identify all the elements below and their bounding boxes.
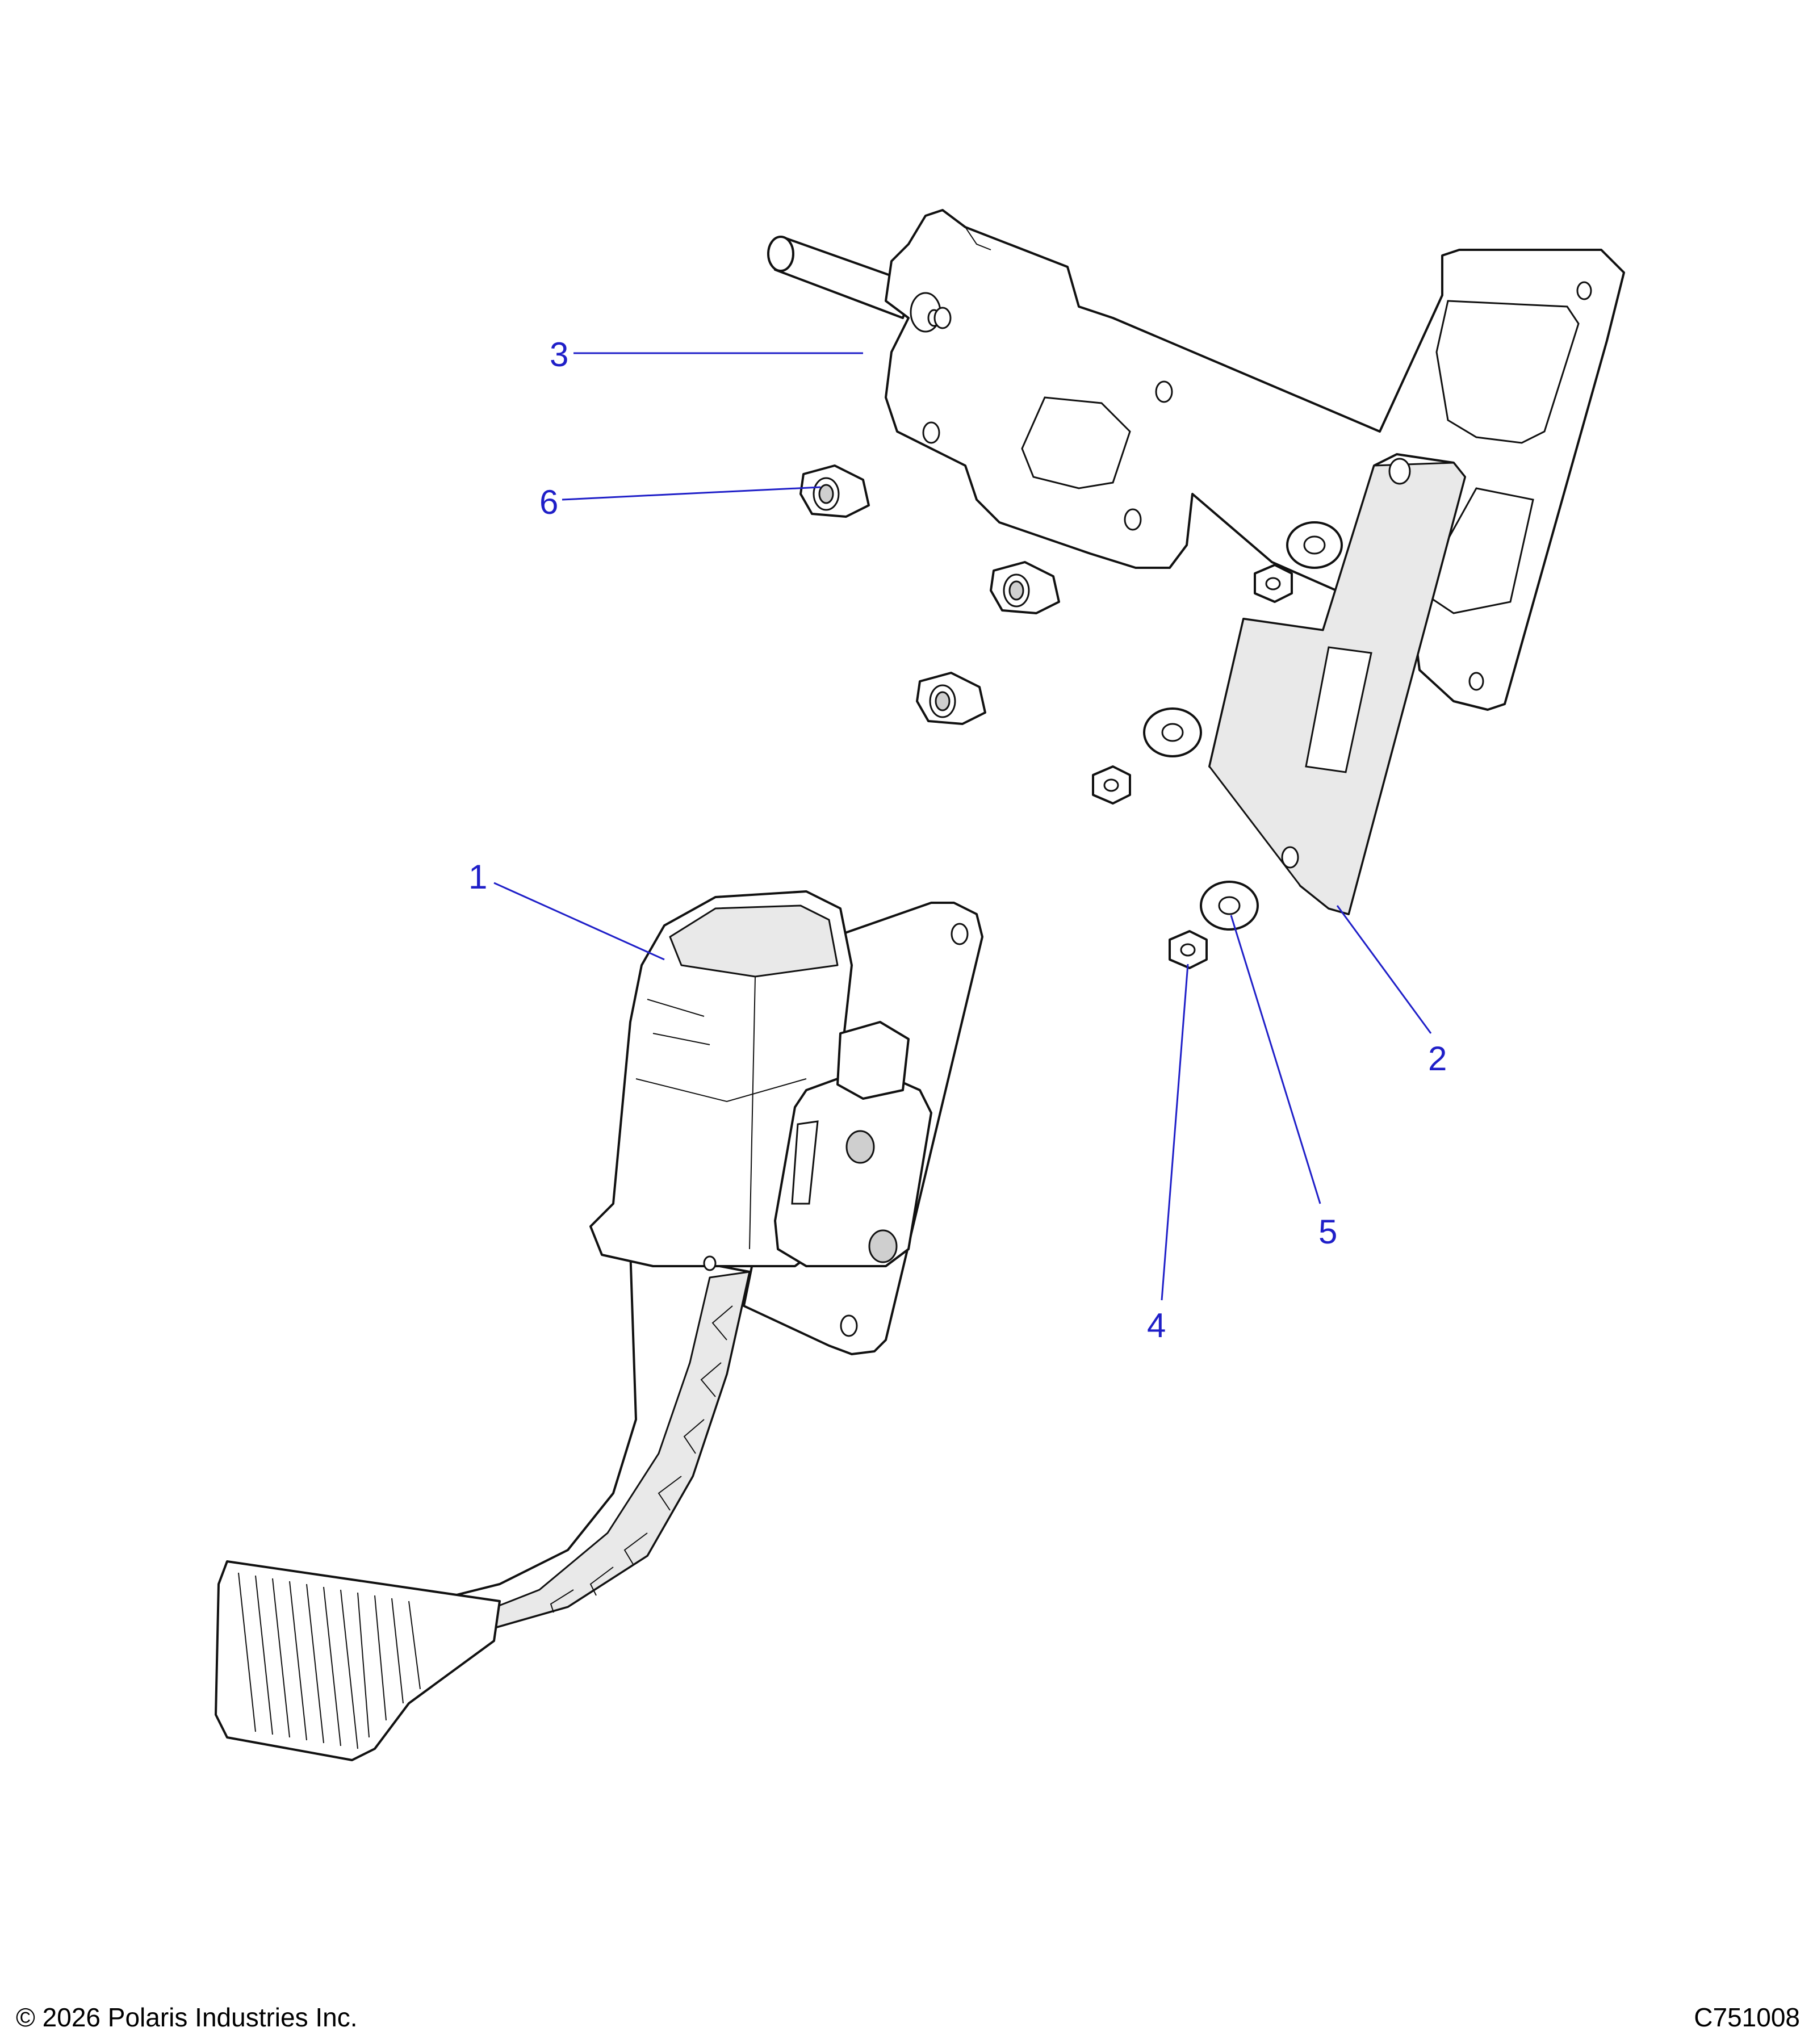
part-3-pedal-mount-bracket <box>767 209 1625 711</box>
drawing-number: C751008 <box>1694 2003 1800 2032</box>
part-2-sensor-bracket <box>1208 453 1466 915</box>
callout-2: 2 <box>1428 1040 1447 1078</box>
flange-nut <box>916 672 986 725</box>
copyright-notice: © 2026 Polaris Industries Inc. <box>16 2003 358 2032</box>
washer <box>1286 521 1343 569</box>
washer <box>1143 707 1202 757</box>
part-1-accelerator-pedal-assembly <box>215 890 983 1761</box>
callout-1: 1 <box>468 858 487 896</box>
part-5-washer <box>1200 881 1259 931</box>
leader-line-1 <box>493 882 665 961</box>
callout-3: 3 <box>550 336 568 374</box>
part-4-hex-nut <box>1169 930 1208 969</box>
flange-nut <box>990 561 1060 614</box>
part-6-flange-nut <box>799 464 870 518</box>
leader-line-6 <box>562 486 821 501</box>
leader-line-5 <box>1230 915 1321 1204</box>
leader-lines <box>493 352 1432 1301</box>
callout-4: 4 <box>1147 1306 1166 1344</box>
leader-line-2 <box>1336 905 1432 1034</box>
hex-nut <box>1254 564 1293 603</box>
callout-5: 5 <box>1318 1213 1337 1251</box>
callouts: 3 6 1 2 5 4 <box>468 336 1447 1344</box>
hex-nut <box>1092 765 1131 805</box>
leader-line-4 <box>1161 964 1189 1301</box>
callout-6: 6 <box>539 483 558 521</box>
